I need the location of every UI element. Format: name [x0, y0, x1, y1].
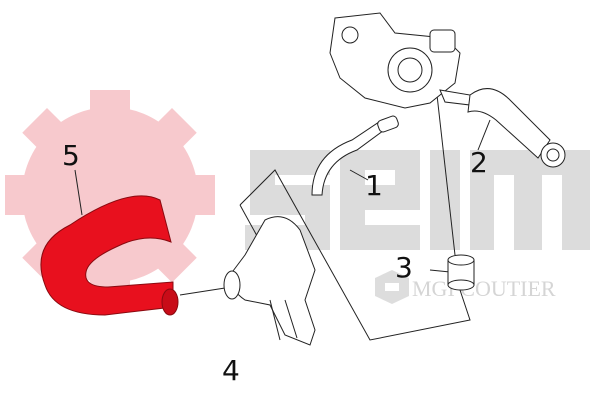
gear-logo-watermark	[5, 90, 215, 300]
callout-5: 5	[62, 139, 80, 172]
part-2-intake-pipe	[467, 88, 566, 168]
part-3-sleeve	[447, 254, 475, 291]
mgi-coutier-watermark: MGI COUTIER	[375, 270, 556, 304]
part-4-air-housing	[223, 216, 316, 346]
callout-2: 2	[470, 146, 488, 179]
part-5-red-hose	[40, 195, 179, 316]
mgi-coutier-text: MGI COUTIER	[412, 276, 556, 301]
callout-4: 4	[222, 354, 240, 387]
part-1-hose	[311, 115, 399, 196]
callout-3: 3	[395, 251, 413, 284]
leader-lines	[74, 94, 491, 341]
turbocharger-drawing	[329, 12, 471, 109]
callout-1: 1	[365, 169, 383, 202]
